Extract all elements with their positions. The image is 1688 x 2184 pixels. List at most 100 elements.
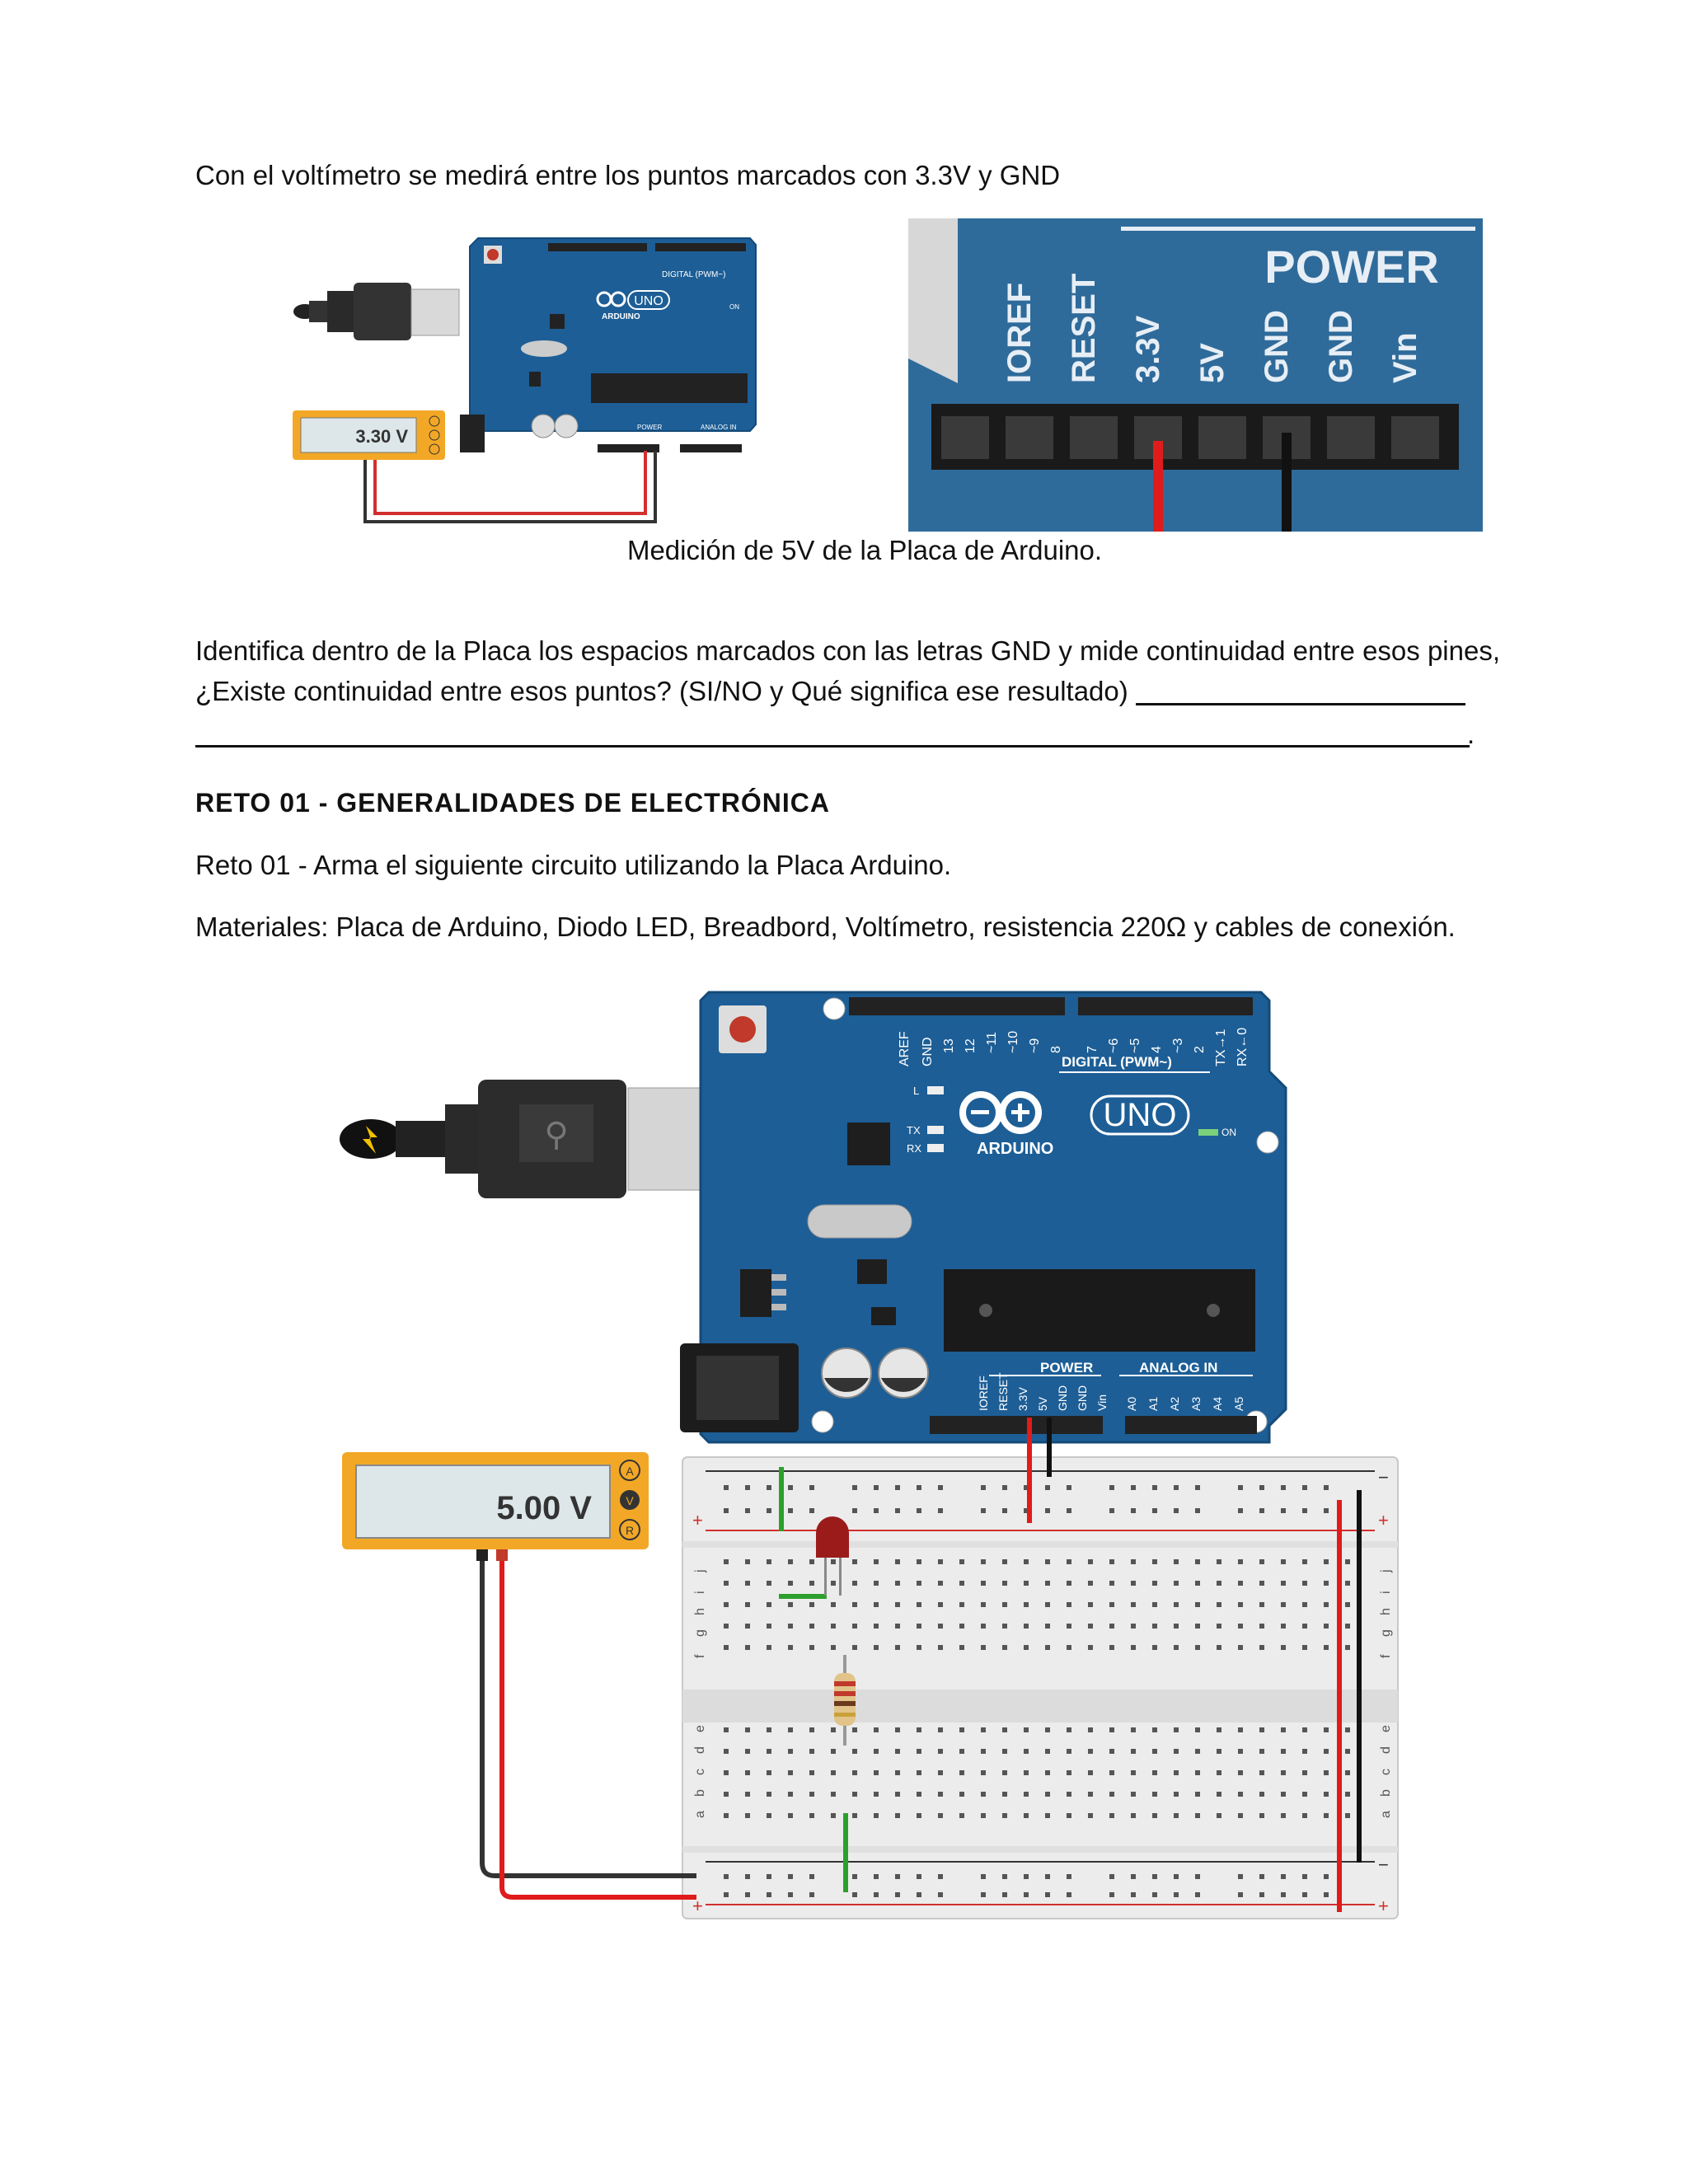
- breadboard-hole: [959, 1749, 964, 1754]
- row-i-left: i: [693, 1591, 707, 1594]
- breadboard-hole: [1238, 1770, 1243, 1775]
- breadboard-hole: [1131, 1749, 1136, 1754]
- breadboard-hole: [1217, 1559, 1221, 1564]
- breadboard-hole: [1238, 1727, 1243, 1732]
- breadboard-hole: [1088, 1770, 1093, 1775]
- breadboard-hole: [1345, 1581, 1350, 1586]
- breadboard-hole: [809, 1727, 814, 1732]
- row-c-right: c: [1379, 1769, 1393, 1775]
- breadboard-hole: [788, 1581, 793, 1586]
- breadboard-hole: [767, 1602, 771, 1607]
- breadboard-hole: [1002, 1727, 1007, 1732]
- breadboard-hole: [1324, 1559, 1329, 1564]
- breadboard-hole: [1152, 1602, 1157, 1607]
- breadboard-hole: [1259, 1602, 1264, 1607]
- row-e-right: e: [1379, 1725, 1393, 1732]
- breadboard-hole: [1024, 1892, 1029, 1897]
- breadboard-hole: [895, 1792, 900, 1797]
- breadboard-hole: [917, 1892, 921, 1897]
- breadboard-hole: [852, 1624, 857, 1629]
- breadboard-hole: [1024, 1770, 1029, 1775]
- breadboard-hole: [1067, 1485, 1071, 1490]
- breadboard-hole: [1067, 1792, 1071, 1797]
- breadboard-hole: [1195, 1581, 1200, 1586]
- breadboard-hole: [938, 1892, 943, 1897]
- usb-cable-icon: ⚲: [340, 1080, 726, 1198]
- breadboard-hole: [1045, 1874, 1050, 1879]
- meter-mode-r: R: [626, 1524, 634, 1537]
- breadboard-hole: [1238, 1624, 1243, 1629]
- breadboard-hole: [1002, 1581, 1007, 1586]
- answer-line-1: [1136, 703, 1465, 705]
- breadboard-hole: [1259, 1581, 1264, 1586]
- breadboard-hole: [1302, 1770, 1307, 1775]
- breadboard-hole: [1152, 1874, 1157, 1879]
- meter-mode-v: V: [626, 1494, 634, 1507]
- breadboard-hole: [1045, 1508, 1050, 1513]
- breadboard-hole: [1109, 1645, 1114, 1650]
- breadboard-hole: [1345, 1749, 1350, 1754]
- breadboard-hole: [1088, 1581, 1093, 1586]
- breadboard-hole: [1281, 1792, 1286, 1797]
- breadboard-hole: [1109, 1792, 1114, 1797]
- breadboard-hole: [1067, 1624, 1071, 1629]
- breadboard-hole: [1302, 1749, 1307, 1754]
- voltmeter-small: 3.30 V: [293, 410, 445, 460]
- breadboard-hole: [895, 1813, 900, 1818]
- breadboard-hole: [745, 1624, 750, 1629]
- black-probe-wire: [1282, 433, 1292, 532]
- row-g-right: g: [1379, 1629, 1393, 1637]
- breadboard-hole: [1045, 1749, 1050, 1754]
- breadboard-hole: [1281, 1749, 1286, 1754]
- breadboard-hole: [788, 1508, 793, 1513]
- breadboard-hole: [809, 1559, 814, 1564]
- breadboard-hole: [1238, 1645, 1243, 1650]
- breadboard-hole: [1045, 1727, 1050, 1732]
- breadboard-hole: [724, 1559, 729, 1564]
- breadboard-hole: [1002, 1508, 1007, 1513]
- breadboard-hole: [1281, 1645, 1286, 1650]
- breadboard-hole: [1217, 1624, 1221, 1629]
- breadboard-hole: [1067, 1645, 1071, 1650]
- breadboard-hole: [852, 1508, 857, 1513]
- breadboard-hole: [917, 1645, 921, 1650]
- breadboard-hole: [895, 1508, 900, 1513]
- pin-a5: A5: [1232, 1397, 1245, 1411]
- breadboard-hole: [809, 1624, 814, 1629]
- question-line-2: ¿Existe continuidad entre esos puntos? (…: [195, 676, 1128, 706]
- breadboard-hole: [1002, 1485, 1007, 1490]
- breadboard-hole: [1088, 1624, 1093, 1629]
- breadboard-hole: [1259, 1792, 1264, 1797]
- breadboard-hole: [745, 1727, 750, 1732]
- breadboard-hole: [1109, 1874, 1114, 1879]
- row-e-left: e: [693, 1725, 707, 1732]
- row-d-right: d: [1379, 1746, 1393, 1754]
- pin-label-vin: Vin: [1387, 332, 1423, 383]
- breadboard-hole: [745, 1645, 750, 1650]
- breadboard-hole: [1195, 1602, 1200, 1607]
- breadboard-hole: [1281, 1581, 1286, 1586]
- breadboard-hole: [788, 1645, 793, 1650]
- breadboard-hole: [1109, 1602, 1114, 1607]
- breadboard-hole: [1067, 1892, 1071, 1897]
- plus-top-right: +: [1378, 1510, 1389, 1530]
- pin-label-gnd-1: GND: [1259, 310, 1295, 383]
- breadboard-hole: [938, 1792, 943, 1797]
- breadboard-hole: [809, 1508, 814, 1513]
- arduino-voltmeter-figure: DIGITAL (PWM~) ARDUINO UNO ON POWER ANAL…: [293, 237, 757, 523]
- breadboard-hole: [917, 1624, 921, 1629]
- breadboard-hole: [745, 1874, 750, 1879]
- breadboard-hole: [1281, 1602, 1286, 1607]
- breadboard-hole: [1109, 1485, 1114, 1490]
- breadboard-hole: [1152, 1892, 1157, 1897]
- pin-5: ~5: [1128, 1038, 1142, 1053]
- breadboard-hole: [917, 1813, 921, 1818]
- breadboard-hole: [1195, 1508, 1200, 1513]
- pin-13: 13: [942, 1038, 956, 1053]
- breadboard-hole: [1302, 1581, 1307, 1586]
- breadboard-hole: [831, 1813, 836, 1818]
- breadboard-hole: [852, 1892, 857, 1897]
- pin-a2: A2: [1168, 1397, 1181, 1411]
- power-section-label: POWER: [1040, 1360, 1093, 1376]
- breadboard-hole: [852, 1581, 857, 1586]
